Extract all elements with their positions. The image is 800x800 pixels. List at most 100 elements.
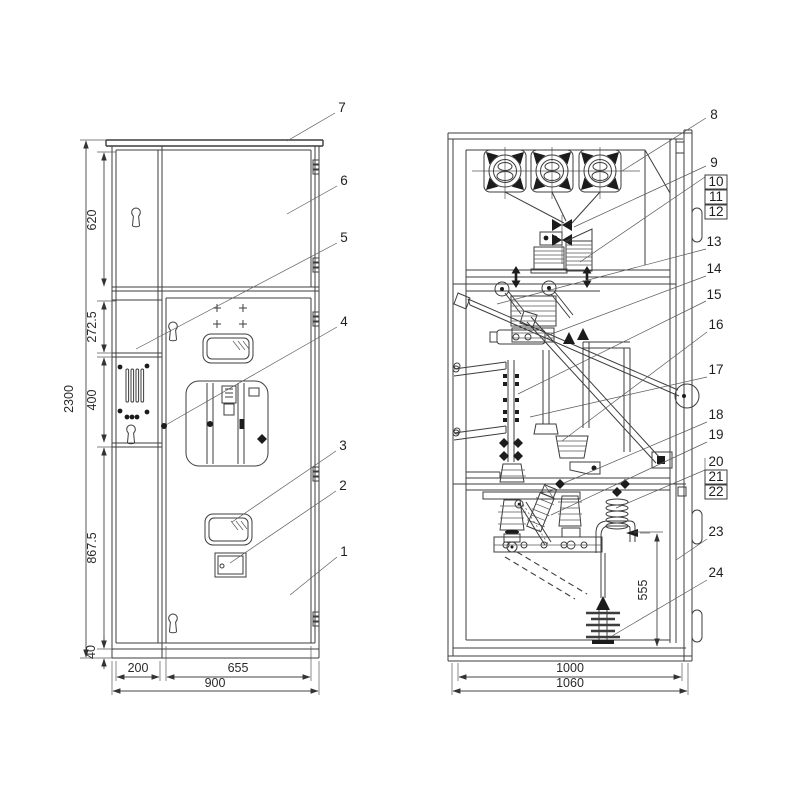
dim-cable-height: 555 [636, 580, 650, 601]
callout-10: 10 [708, 174, 723, 189]
post-insulator [499, 463, 526, 483]
left-column-panels [117, 363, 150, 445]
door-keyhole [168, 613, 178, 634]
mounting-cross-marks [213, 304, 247, 328]
contact-fingers [503, 374, 519, 422]
support-post [533, 350, 559, 435]
callout-4-target-dot [161, 423, 167, 429]
callout-8: 8 [710, 107, 718, 122]
callout-13: 13 [706, 234, 721, 249]
side-cabinet-frame [447, 129, 693, 662]
callout-14: 14 [706, 261, 722, 276]
busbar-column [452, 360, 526, 483]
front-view: 2300 620 272.5 400 867.5 40 200 655 900 … [62, 100, 348, 695]
callout-22: 22 [708, 484, 723, 499]
callout-box-11 [704, 189, 728, 205]
dim-vent-section: 400 [85, 390, 99, 411]
link-end-bracket [651, 451, 673, 469]
callout-4: 4 [340, 314, 348, 329]
callout-24: 24 [708, 565, 724, 580]
callout-12: 12 [708, 204, 723, 219]
operation-diamond-icon [257, 434, 267, 444]
door-handle [691, 609, 703, 643]
breaker-frame [582, 341, 631, 452]
down-conductor [600, 553, 606, 598]
angle-bracket [569, 461, 601, 475]
damper-spring [514, 499, 552, 546]
inspection-window-upper [202, 333, 254, 364]
dim-panel-section: 272.5 [85, 311, 99, 342]
door-keyhole [131, 207, 141, 228]
spring [605, 487, 629, 530]
mechanism-panel [185, 380, 269, 467]
shelf-contact-diamond [555, 479, 565, 489]
ct-stack-left [530, 246, 568, 274]
dim-total-height: 2300 [62, 385, 76, 413]
door-hinge [312, 466, 320, 482]
callout-9: 9 [710, 155, 718, 170]
callout-21: 21 [708, 469, 723, 484]
dim-lower-section: 867.5 [85, 532, 99, 563]
door-handle [691, 509, 703, 545]
dim-top-section: 620 [85, 210, 99, 231]
dim-col-width: 200 [128, 661, 149, 675]
ventilation-grille [117, 363, 150, 420]
door-handle [691, 207, 703, 243]
travel-arrows [563, 328, 589, 344]
front-callouts: 7 6 5 4 3 2 1 [135, 100, 348, 596]
door-hinge [312, 611, 320, 627]
callout-box-12 [704, 204, 728, 220]
pole-insulator-left [498, 499, 526, 553]
callout-23: 23 [708, 524, 723, 539]
callout-6: 6 [340, 173, 348, 188]
rear-door [674, 141, 703, 643]
base-channel [493, 536, 603, 553]
callout-11: 11 [709, 189, 723, 204]
side-dimensions: 555 1000 1060 [451, 531, 689, 695]
side-callouts: 8 9 10 11 12 13 14 15 16 17 18 19 20 21 … [496, 107, 728, 637]
dim-total-width: 900 [205, 676, 226, 690]
callout-3: 3 [339, 438, 347, 453]
callout-box-22 [704, 484, 728, 500]
front-dimensions: 2300 620 272.5 400 867.5 40 200 655 900 [62, 139, 320, 695]
center-door-panel [168, 304, 320, 634]
side-section-view: 555 1000 1060 8 9 10 11 12 13 14 15 16 1… [447, 107, 728, 695]
callout-box-10 [704, 174, 728, 190]
lower-shelf [453, 471, 686, 500]
callout-5: 5 [340, 230, 348, 245]
dim-door-width: 655 [228, 661, 249, 675]
upper-shelf [453, 266, 676, 292]
door-hinge [312, 159, 320, 175]
mount-bracket [489, 329, 546, 345]
panel-keyhole [126, 424, 136, 445]
callout-2: 2 [339, 478, 347, 493]
front-cabinet-outline [105, 139, 324, 659]
callout-7: 7 [338, 100, 346, 115]
top-door-panel [131, 159, 320, 273]
inspection-window-lower [204, 513, 253, 546]
pole-insulator-right [558, 495, 582, 550]
bushing-assembly [472, 147, 640, 274]
interlock-roller [674, 383, 700, 409]
nameplate-box [214, 552, 247, 578]
callout-16: 16 [708, 317, 723, 332]
switch-assembly [493, 484, 603, 600]
callout-18: 18 [708, 407, 723, 422]
junction-box [539, 231, 563, 246]
dim-total-depth: 1060 [556, 676, 584, 690]
pole-insulator-middle [526, 484, 558, 533]
indicator-dot [207, 421, 213, 427]
cable-and-spring [595, 487, 650, 598]
ct-stack-right [565, 228, 593, 272]
callout-17: 17 [708, 362, 723, 377]
callout-20: 20 [708, 454, 723, 469]
callout-1: 1 [340, 544, 348, 559]
door-hinge [312, 257, 320, 273]
mid-insulator [555, 435, 589, 459]
callout-19: 19 [708, 427, 723, 442]
surge-arrester [586, 596, 620, 644]
dim-inner-depth: 1000 [556, 661, 584, 675]
dim-base: 40 [84, 645, 98, 659]
